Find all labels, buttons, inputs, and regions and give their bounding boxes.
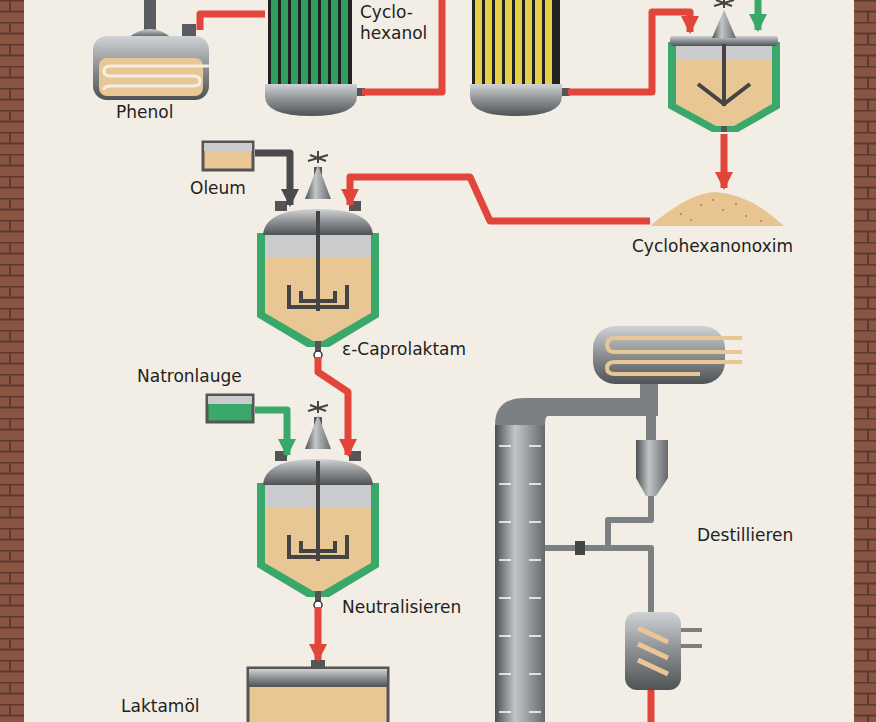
- vessel-node: ε-Caprolaktam: [257, 205, 379, 357]
- rearrangement-reactor: [257, 151, 379, 359]
- pipe-connector: [315, 607, 322, 660]
- vessel-node: Laktamöl: [248, 660, 388, 722]
- vessel-label: Laktamöl: [121, 696, 200, 717]
- oximation-vessel: [668, 0, 780, 188]
- pipe-connector: [255, 153, 290, 205]
- vessel-label: Cyclohexanonoxim: [632, 236, 793, 257]
- vessel-label: Destillieren: [697, 525, 793, 546]
- oleum-tank: [203, 142, 253, 170]
- vessel-node: Destillieren: [493, 322, 748, 722]
- vessel-label: Phenol: [116, 102, 173, 123]
- lye-tank: [207, 395, 253, 422]
- vessel-label: Natronlauge: [137, 366, 242, 387]
- vessel-node: Cyclo- hexanol: [265, 0, 357, 116]
- vessel-node: Cyclohexanonoxim: [650, 188, 784, 226]
- vessel-node: Phenol: [93, 30, 210, 102]
- oxime-heap: [650, 192, 784, 226]
- vessel-node: Neutralisieren: [257, 455, 379, 607]
- vessel-node: Natronlauge: [207, 395, 255, 423]
- vessel-label: Cyclo- hexanol: [360, 2, 438, 44]
- hydrogenation-reactor: [265, 0, 442, 116]
- vessel-node: Oleum: [203, 140, 255, 172]
- vessel-label: ε-Caprolaktam: [342, 339, 466, 360]
- neutralisation-reactor: [257, 401, 379, 609]
- vessel-label: Neutralisieren: [342, 597, 461, 618]
- dehydrogenation-reactor: [470, 0, 690, 116]
- distillation-unit: [495, 326, 742, 722]
- pipe-connector: [200, 14, 265, 30]
- pipe-connector: [255, 410, 287, 455]
- pipe-connector: [318, 357, 348, 455]
- vessel-label: Oleum: [190, 178, 246, 199]
- lactam-oil-tank: [248, 660, 388, 722]
- pipe-connector: [350, 177, 650, 221]
